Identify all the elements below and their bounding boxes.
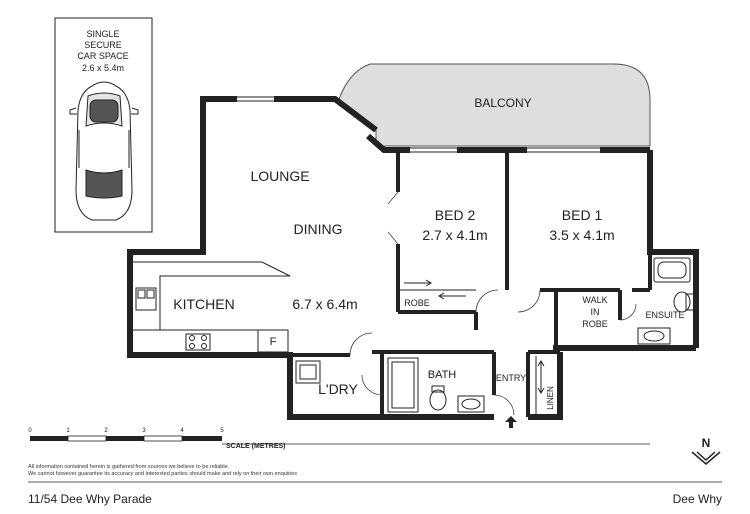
robe-label: ROBE <box>404 298 430 308</box>
car-space-label-3: CAR SPACE <box>77 51 128 61</box>
door-swings <box>349 191 637 416</box>
scale-label: SCALE (METRES) <box>226 443 286 450</box>
exterior-walls <box>127 96 699 420</box>
kitchen-bench <box>130 261 291 353</box>
kitchen-label: KITCHEN <box>173 296 234 312</box>
interior-walls <box>290 150 652 417</box>
bed1-dims: 3.5 x 4.1m <box>549 227 614 243</box>
linen-label: LINEN <box>546 386 555 410</box>
scale-tick-3: 3 <box>142 428 146 434</box>
lounge-label: LOUNGE <box>250 168 309 184</box>
scale-tick-4: 4 <box>180 428 184 434</box>
entry-label: ENTRY <box>496 373 526 383</box>
disclaimer-line-2: We cannot however guarantee its accuracy… <box>28 471 297 477</box>
robe-fixture <box>398 279 476 300</box>
ensuite-fixtures <box>637 257 695 345</box>
scale-tick-5: 5 <box>220 428 224 434</box>
car-space-label-1: SINGLE <box>86 29 119 39</box>
scale-bar <box>30 435 650 445</box>
entry-arrow-icon <box>505 416 517 428</box>
bed2-label: BED 2 <box>435 207 476 223</box>
property-suburb: Dee Why <box>672 492 722 506</box>
bed2-dims: 2.7 x 4.1m <box>422 227 487 243</box>
car-space-dims: 2.6 x 5.4m <box>82 63 124 73</box>
property-address: 11/54 Dee Why Parade <box>28 492 152 506</box>
balcony-area <box>337 63 651 147</box>
linen-fixture <box>535 356 545 414</box>
bath-fixtures <box>387 357 485 413</box>
ensuite-label: ENSUITE <box>645 310 684 320</box>
disclaimer-line-1: All information contained herein is gath… <box>28 464 230 470</box>
north-label: N <box>702 436 711 450</box>
dining-label: DINING <box>294 221 343 237</box>
laundry-fixtures <box>295 360 321 384</box>
laundry-label: L'DRY <box>318 381 358 397</box>
bath-label: BATH <box>428 369 457 381</box>
windows <box>237 96 600 153</box>
car-space-box <box>54 17 153 233</box>
scale-tick-0: 0 <box>28 428 32 434</box>
walk-in-robe-label-1: WALK <box>582 295 607 305</box>
walk-in-robe-label-2: IN <box>591 307 600 317</box>
car-icon <box>69 81 139 221</box>
bed1-label: BED 1 <box>562 207 603 223</box>
scale-tick-1: 1 <box>66 428 70 434</box>
car-space-label-2: SECURE <box>84 40 122 50</box>
kitchen-dims: 6.7 x 6.4m <box>292 296 357 312</box>
balcony-label: BALCONY <box>474 96 531 110</box>
scale-tick-2: 2 <box>104 428 108 434</box>
north-arrow-icon <box>691 451 721 465</box>
fridge-label: F <box>270 336 277 348</box>
walk-in-robe-label-3: ROBE <box>582 319 608 329</box>
